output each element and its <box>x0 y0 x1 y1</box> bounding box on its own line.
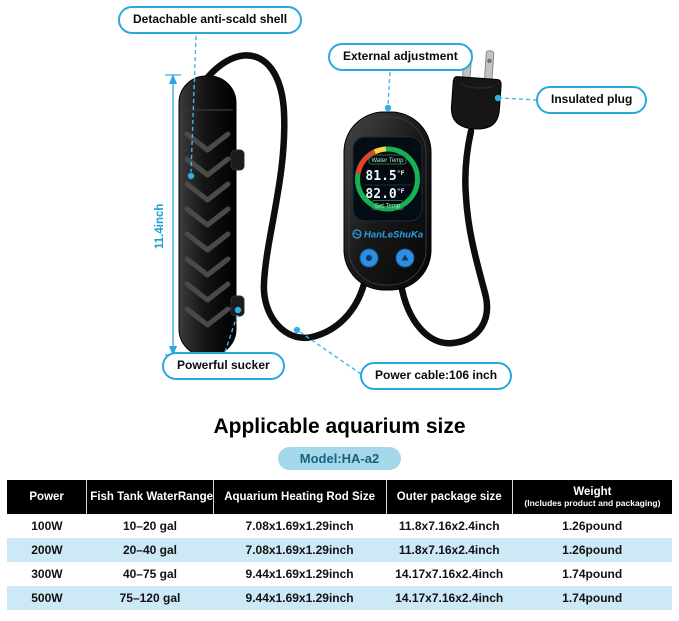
cell-power: 500W <box>31 591 63 605</box>
brand-logo-icon <box>352 229 362 239</box>
cell-range: 20–40 gal <box>122 543 177 557</box>
lcd-display: Water Temp 81.5°F 82.0°F Set Temp <box>352 136 423 222</box>
cell-rod: 9.44x1.69x1.29inch <box>245 591 354 605</box>
header-water-range: Fish Tank WaterRange <box>86 480 214 514</box>
header-rod-size: Aquarium Heating Rod Size <box>213 480 387 514</box>
cell-rod: 7.08x1.69x1.29inch <box>245 543 354 557</box>
cell-power: 300W <box>31 567 63 581</box>
set-temp-readout: 82.0°F <box>365 187 404 202</box>
cell-range: 75–120 gal <box>119 591 181 605</box>
callout-power-cable: Power cable:106 inch <box>360 362 513 390</box>
header-weight-title: Weight <box>573 486 612 498</box>
header-power: Power <box>7 480 88 514</box>
header-weight-note: (Includes product and packaging) <box>524 498 661 508</box>
callout-insulated-plug: Insulated plug <box>536 86 648 114</box>
cell-weight: 1.74pound <box>562 591 623 605</box>
model-badge: Model:HA-a2 <box>277 447 402 470</box>
cell-pkg: 14.17x7.16x2.4inch <box>395 567 504 581</box>
callout-powerful-sucker: Powerful sucker <box>162 352 285 380</box>
set-temp-label: Set Temp <box>375 204 401 210</box>
cell-rod: 7.08x1.69x1.29inch <box>245 519 354 533</box>
table-row: 200W 20–40 gal 7.08x1.69x1.29inch 11.8x7… <box>7 538 672 562</box>
callout-anti-scald-shell: Detachable anti-scald shell <box>118 6 303 34</box>
table-row: 300W 40–75 gal 9.44x1.69x1.29inch 14.17x… <box>7 562 672 586</box>
spec-table: Power Fish Tank WaterRange Aquarium Heat… <box>7 480 672 610</box>
table-row: 500W 75–120 gal 9.44x1.69x1.29inch 14.17… <box>7 586 672 610</box>
suction-cup-mount-top <box>230 149 245 171</box>
callout-external-adjustment: External adjustment <box>328 43 473 71</box>
table-header-row: Power Fish Tank WaterRange Aquarium Heat… <box>7 480 672 514</box>
cell-weight: 1.26pound <box>562 543 623 557</box>
anchor-dots <box>187 94 502 334</box>
cell-pkg: 14.17x7.16x2.4inch <box>395 591 504 605</box>
heating-rod <box>178 75 245 357</box>
cell-pkg: 11.8x7.16x2.4inch <box>398 519 500 533</box>
header-weight: Weight (Includes product and packaging) <box>512 480 672 514</box>
cell-power: 100W <box>31 519 63 533</box>
model-row: Model:HA-a2 <box>0 447 679 470</box>
cell-range: 40–75 gal <box>122 567 177 581</box>
brand-text: HanLeShuKa <box>364 230 423 241</box>
cell-weight: 1.74pound <box>562 567 623 581</box>
cell-rod: 9.44x1.69x1.29inch <box>245 567 354 581</box>
table-row: 100W 10–20 gal 7.08x1.69x1.29inch 11.8x7… <box>7 514 672 538</box>
adjust-button-right[interactable] <box>395 248 415 268</box>
power-cables <box>203 52 491 347</box>
header-package-size: Outer package size <box>386 480 513 514</box>
diagram-area: 11.4inch Water Temp 81.5°F 82.0°F <box>118 6 648 390</box>
cell-power: 200W <box>31 543 63 557</box>
anti-scald-shell-pattern <box>184 131 231 328</box>
water-temp-label: Water Temp <box>371 158 404 164</box>
temperature-controller: Water Temp 81.5°F 82.0°F Set Temp HanLeS… <box>343 111 432 291</box>
section-title: Applicable aquarium size <box>213 415 466 438</box>
length-measure: 11.4inch <box>154 74 181 356</box>
cell-pkg: 11.8x7.16x2.4inch <box>398 543 500 557</box>
adjust-button-left[interactable] <box>359 248 379 268</box>
length-label: 11.4inch <box>154 204 166 249</box>
cell-weight: 1.26pound <box>562 519 623 533</box>
product-illustration: 11.4inch Water Temp 81.5°F 82.0°F <box>154 35 538 375</box>
water-temp-readout: 81.5°F <box>365 169 404 184</box>
cell-range: 10–20 gal <box>122 519 177 533</box>
leader-lines <box>190 35 538 375</box>
